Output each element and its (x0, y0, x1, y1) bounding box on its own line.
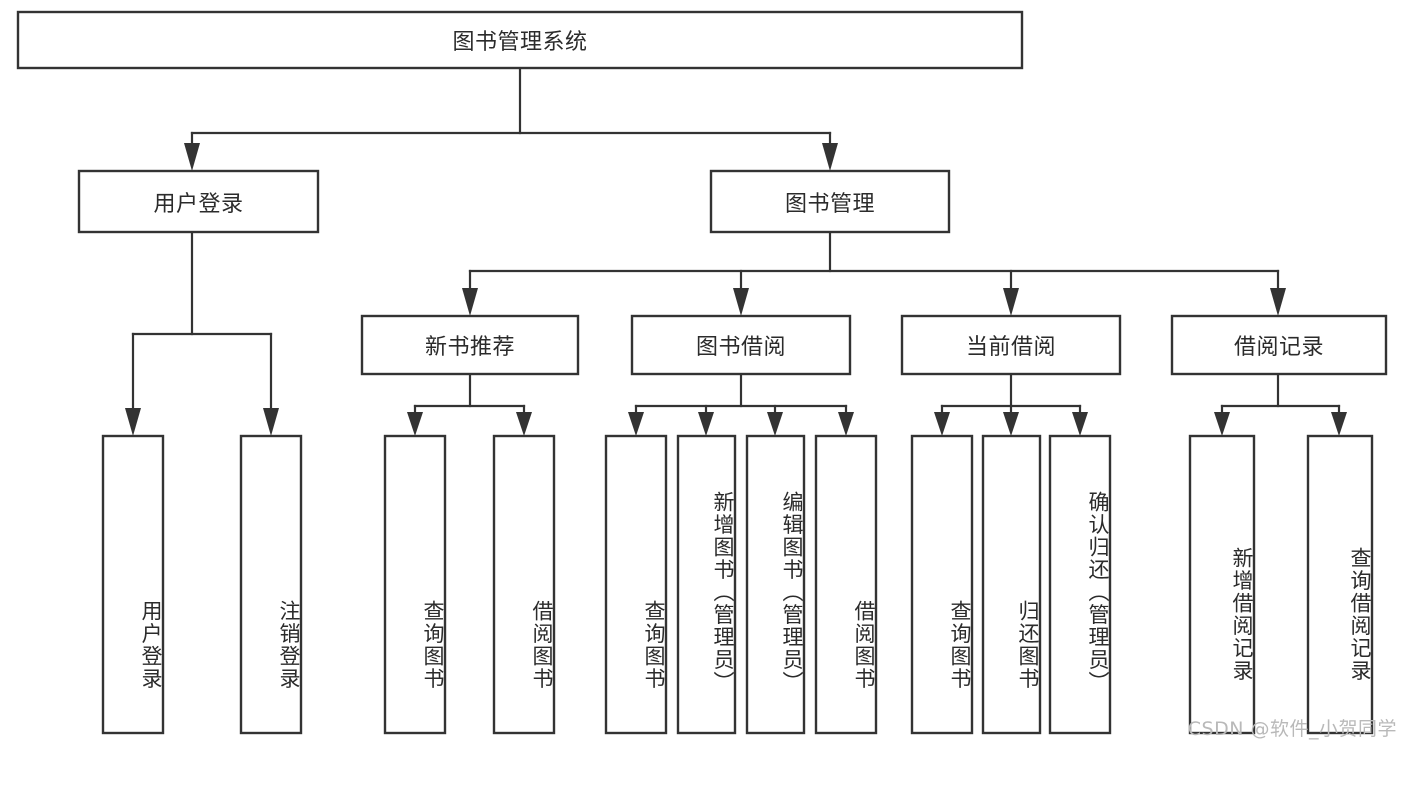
connector-group-book-borrow (628, 372, 854, 436)
node-box-leaf-query-book-3[interactable] (910, 434, 974, 735)
arrow-head-leaf-user-login (125, 408, 141, 436)
arrow-head-book-manage (822, 143, 838, 171)
arrow-head-leaf-query-book-1 (407, 412, 423, 436)
connector-group-book-manage (462, 230, 1286, 316)
arrow-head-leaf-borrow-book-1 (516, 412, 532, 436)
arrow-head-current-borrow (1003, 288, 1019, 316)
node-box-leaf-query-record[interactable] (1306, 434, 1374, 735)
node-box-leaf-borrow-book-1[interactable] (492, 434, 556, 735)
connector-group-user-login (125, 230, 279, 436)
arrow-head-leaf-add-record (1214, 412, 1230, 436)
arrow-head-book-borrow (733, 288, 749, 316)
arrow-head-new-book-rec (462, 288, 478, 316)
arrow-head-leaf-return-book (1003, 412, 1019, 436)
arrow-head-leaf-query-record (1331, 412, 1347, 436)
node-box-root[interactable] (16, 10, 1024, 70)
arrow-head-user-login (184, 143, 200, 171)
node-box-current-borrow[interactable] (900, 314, 1122, 376)
connector-group-current-borrow (934, 372, 1088, 436)
arrow-head-leaf-edit-book (767, 412, 783, 436)
node-box-leaf-add-book[interactable] (676, 434, 737, 735)
node-box-leaf-query-book-2[interactable] (604, 434, 668, 735)
flowchart-svg (16, 10, 1388, 735)
connector-group-new-book-rec (407, 372, 532, 436)
node-box-leaf-borrow-book-2[interactable] (814, 434, 878, 735)
arrow-head-leaf-confirm-return (1072, 412, 1088, 436)
node-box-leaf-confirm-return[interactable] (1048, 434, 1112, 735)
node-box-borrow-record[interactable] (1170, 314, 1388, 376)
node-box-leaf-edit-book[interactable] (745, 434, 806, 735)
node-box-user-login[interactable] (77, 169, 320, 234)
arrow-head-leaf-borrow-book-2 (838, 412, 854, 436)
node-box-leaf-user-logout[interactable] (239, 434, 303, 735)
arrow-head-leaf-add-book (698, 412, 714, 436)
node-box-leaf-return-book[interactable] (981, 434, 1042, 735)
connector-group-borrow-record (1214, 372, 1347, 436)
connector-group-root (184, 66, 838, 171)
arrow-head-leaf-query-book-2 (628, 412, 644, 436)
node-box-leaf-add-record[interactable] (1188, 434, 1256, 735)
node-box-leaf-user-login[interactable] (101, 434, 165, 735)
watermark-text: CSDN @软件_小贺同学 (1187, 718, 1397, 740)
node-box-book-borrow[interactable] (630, 314, 852, 376)
arrow-head-leaf-user-logout (263, 408, 279, 436)
hierarchy-diagram-canvas: 图书管理系统 用户登录 图书管理 新书推荐 图书借阅 当前借阅 借阅记录 用户登… (16, 10, 1397, 740)
arrow-head-borrow-record (1270, 288, 1286, 316)
node-box-book-manage[interactable] (709, 169, 951, 234)
node-box-new-book-rec[interactable] (360, 314, 580, 376)
node-box-leaf-query-book-1[interactable] (383, 434, 447, 735)
arrow-head-leaf-query-book-3 (934, 412, 950, 436)
